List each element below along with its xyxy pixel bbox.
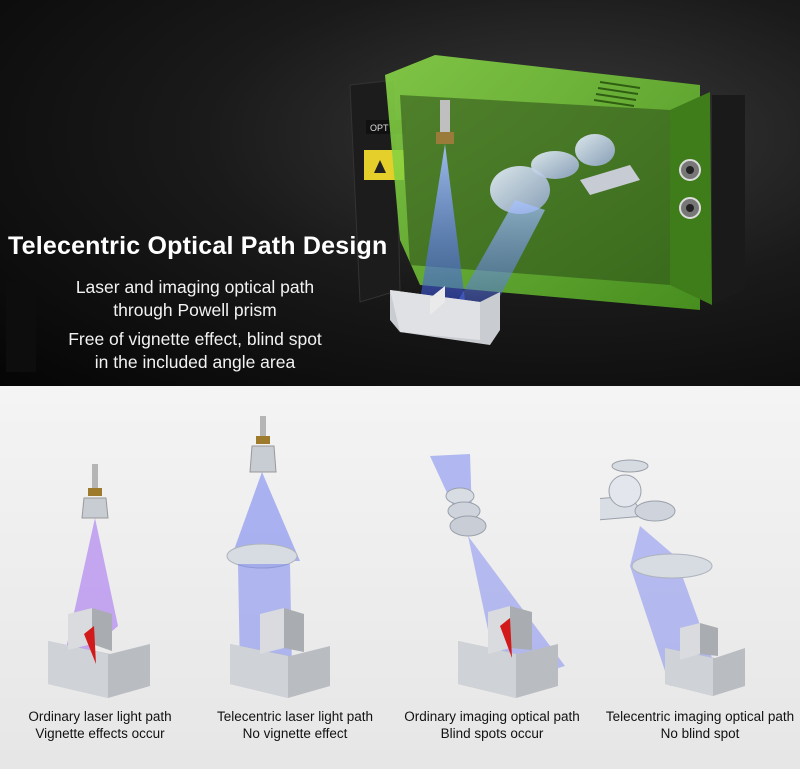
- feature-point-1-line-2: through Powell prism: [113, 300, 277, 320]
- caption-line-2: No vignette effect: [242, 726, 348, 741]
- caption-telecentric-imaging: Telecentric imaging optical path No blin…: [600, 708, 800, 742]
- brand-text: OPT: [370, 123, 389, 133]
- target-block: [390, 286, 500, 345]
- feature-point-2-line-2: in the included angle area: [94, 352, 296, 372]
- imaging-lens-stack: [445, 487, 487, 537]
- feature-point-1-line-1: Laser and imaging optical path: [75, 277, 315, 297]
- telecentric-lens: [631, 553, 713, 579]
- caption-line-2: Vignette effects occur: [35, 726, 165, 741]
- laser-head: [260, 416, 266, 436]
- diagram-telecentric-laser: [226, 416, 330, 698]
- laser-head: [92, 464, 98, 488]
- laser-collar: [256, 436, 270, 444]
- laser-beam: [420, 144, 465, 300]
- caption-line-1: Telecentric laser light path: [216, 709, 374, 724]
- caption-telecentric-laser: Telecentric laser light path No vignette…: [195, 708, 395, 742]
- work-block: [48, 608, 150, 698]
- caption-line-2: Blind spots occur: [440, 726, 544, 741]
- work-block: [230, 608, 330, 698]
- blind-spot-region: [500, 618, 512, 658]
- caption-line-2: No blind spot: [660, 726, 740, 741]
- vent-grill: [593, 81, 641, 107]
- work-block: [665, 623, 745, 696]
- caption-ordinary-imaging: Ordinary imaging optical path Blind spot…: [392, 708, 592, 742]
- caption-ordinary-laser: Ordinary laser light path Vignette effec…: [0, 708, 200, 742]
- decorative-shadow: [6, 282, 36, 372]
- vignette-region: [84, 626, 96, 664]
- diagram-ordinary-imaging: [430, 454, 565, 698]
- caption-line-1: Ordinary imaging optical path: [404, 709, 580, 724]
- 3d-sensor-illustration: OPT: [349, 55, 745, 345]
- diverging-beam: [230, 472, 300, 561]
- lens-housing: [249, 445, 277, 473]
- caption-line-1: Ordinary laser light path: [28, 709, 172, 724]
- lens-housing: [81, 497, 109, 519]
- feature-point-1: Laser and imaging optical path through P…: [20, 276, 370, 322]
- hero-banner: OPT: [0, 0, 800, 386]
- feature-point-2: Free of vignette effect, blind spot in t…: [20, 328, 370, 374]
- comparison-section: Ordinary laser light path Vignette effec…: [0, 386, 800, 769]
- diagram-ordinary-laser: [48, 464, 150, 698]
- hero-title: Telecentric Optical Path Design: [8, 232, 388, 260]
- work-block: [458, 606, 558, 698]
- prism-assembly: [600, 459, 676, 522]
- imaging-beam: [450, 200, 545, 325]
- feature-point-2-line-1: Free of vignette effect, blind spot: [68, 329, 322, 349]
- laser-collar: [88, 488, 102, 496]
- connector-ports: [679, 159, 701, 219]
- diagram-telecentric-imaging: [600, 459, 745, 696]
- caption-line-1: Telecentric imaging optical path: [605, 709, 795, 724]
- optical-elements: [436, 100, 640, 214]
